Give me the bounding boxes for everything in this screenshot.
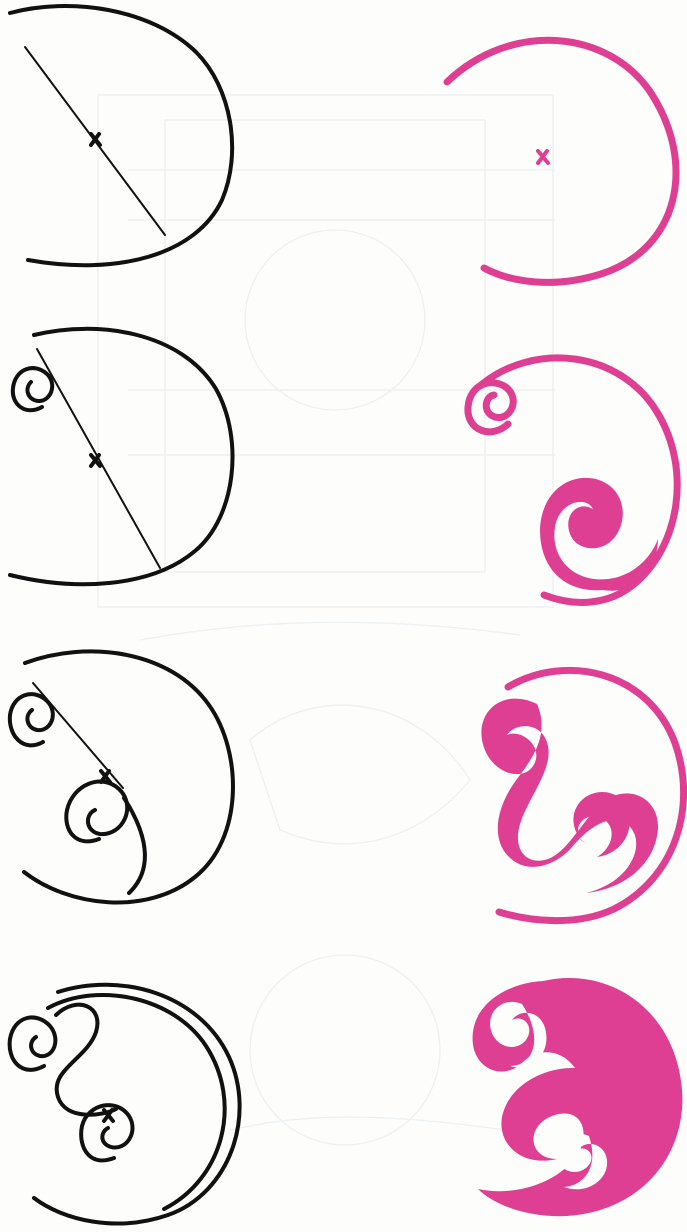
outer-crescent-4: [48, 995, 225, 1209]
construction-outline-1: [10, 6, 232, 265]
row-3: [10, 651, 684, 920]
construction-outline-2: [10, 329, 233, 584]
construction-outline-4: [34, 985, 240, 1224]
center-cross-1: [91, 134, 100, 145]
magenta-inner-scroll-3: [573, 792, 629, 857]
row-4: [10, 978, 683, 1224]
center-cross-2: [538, 151, 548, 163]
small-curl-2: [13, 368, 52, 410]
magenta-inner-curl-2: [540, 478, 658, 591]
small-curl-3: [10, 694, 53, 745]
swirl-path-4: [56, 1005, 116, 1115]
magenta-scroll-3: [481, 699, 658, 893]
magenta-small-curl-2: [468, 383, 513, 432]
construction-outline-3: [24, 651, 233, 902]
row-1: [10, 6, 676, 282]
center-cross-5: [104, 1110, 113, 1121]
row-2: [10, 329, 677, 603]
mid-curl-3: [66, 782, 127, 842]
magenta-spiral-outline-1: [447, 40, 676, 282]
small-curl-4: [10, 1017, 56, 1069]
